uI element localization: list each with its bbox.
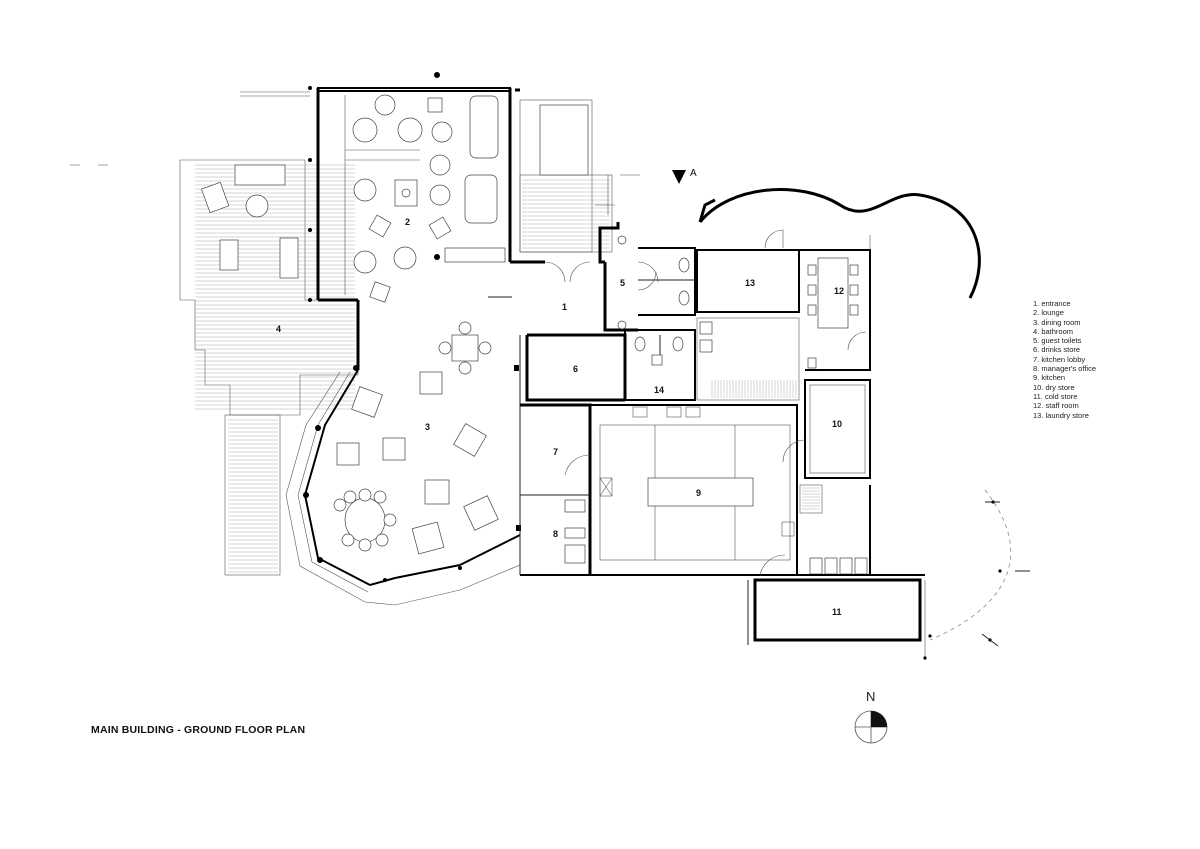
section-marker-icon — [672, 170, 686, 184]
room-legend: 1. entrance 2. lounge 3. dining room 4. … — [1033, 299, 1096, 420]
room-number-4: 4 — [276, 324, 281, 334]
legend-item: 2. lounge — [1033, 308, 1064, 318]
room-number-6: 6 — [573, 364, 578, 374]
room-number-9: 9 — [696, 488, 701, 498]
legend-item: 13. laundry store — [1033, 410, 1089, 420]
room-number-8: 8 — [553, 529, 558, 539]
legend-item: 1. entrance — [1033, 299, 1071, 308]
room-number-12: 12 — [834, 286, 844, 296]
room-number-3: 3 — [425, 422, 430, 432]
legend-item: 6. drinks store — [1033, 345, 1081, 355]
entry-deck — [508, 88, 615, 283]
room-number-10: 10 — [832, 419, 842, 429]
legend-item: 12. staff room — [1033, 401, 1079, 411]
plan-title: MAIN BUILDING - GROUND FLOOR PLAN — [91, 724, 306, 736]
legend-item: 7. kitchen lobby — [1033, 354, 1086, 364]
legend-item: 9. kitchen — [1033, 373, 1066, 383]
legend-item: 11. cold store — [1033, 391, 1078, 401]
room-number-7: 7 — [553, 447, 558, 457]
room-number-14: 14 — [654, 385, 664, 395]
legend-item: 4. bathroom — [1033, 326, 1074, 336]
legend-item: 8. manager's office — [1033, 364, 1096, 374]
room-number-2: 2 — [405, 217, 410, 227]
north-arrow-icon — [854, 710, 888, 744]
room-number-11: 11 — [832, 607, 842, 617]
legend-item: 3. dining room — [1033, 317, 1081, 327]
legend-item: 10. dry store — [1033, 382, 1075, 392]
legend-item: 5. guest toilets — [1033, 336, 1082, 346]
deck-terrace — [179, 91, 359, 576]
north-label: N — [866, 689, 876, 704]
dining-area — [285, 296, 521, 606]
section-label: A — [690, 168, 697, 179]
room-number-13: 13 — [745, 278, 755, 288]
lounge-area — [308, 72, 511, 370]
room-number-1: 1 — [562, 302, 567, 312]
room-number-5: 5 — [620, 278, 625, 288]
service-block — [519, 188, 1030, 660]
